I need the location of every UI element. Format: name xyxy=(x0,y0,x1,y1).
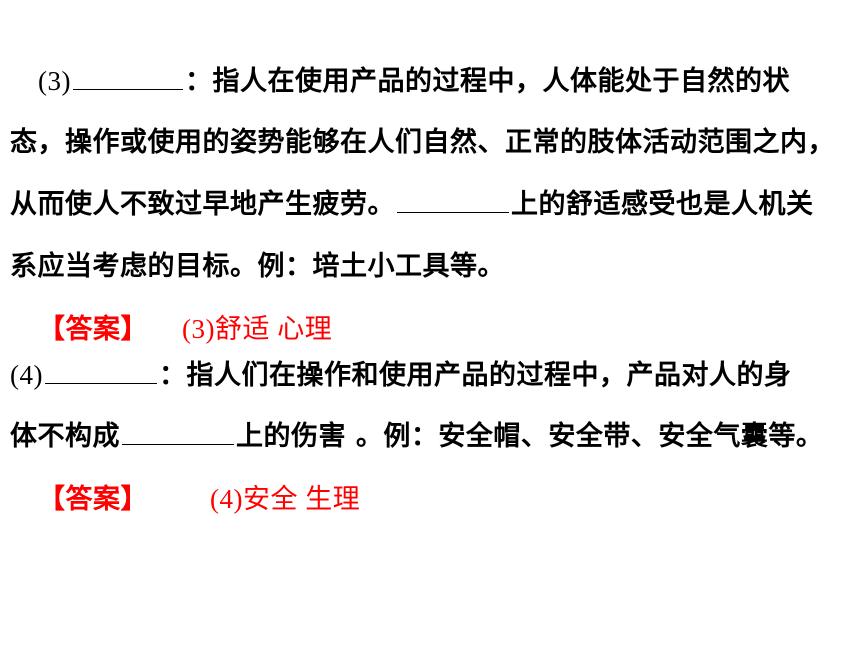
q4-answer: 【答案】 (4)安全 生理 xyxy=(38,482,360,517)
q4-number: (4) xyxy=(10,360,43,390)
q3-line4-text: 系应当考虑的目标。例：培土小工具等。 xyxy=(10,251,505,282)
q3-answer-label: 【答案】 xyxy=(38,314,148,345)
q4-line-2: 体不构成 上的伤害 。例：安全帽、安全带、安全气囊等。 xyxy=(10,420,823,454)
q3-blank-2 xyxy=(397,190,509,213)
q3-line3-text-before: 从而使人不致过早地产生疲劳。 xyxy=(10,189,395,220)
q4-line-1: (4) ：指人们在操作和使用产品的过程中，产品对人的身 xyxy=(10,358,791,393)
q4-blank-1 xyxy=(44,361,157,384)
q3-line2-text: 态，操作或使用的姿势能够在人们自然、正常的肢体活动范围之内， xyxy=(10,127,835,158)
q4-line2-text-before: 体不构成 xyxy=(10,421,120,452)
q3-line3-text-after: 上的舒适感受也是人机关 xyxy=(511,189,814,220)
q3-line-4: 系应当考虑的目标。例：培土小工具等。 xyxy=(10,250,505,284)
q4-blank-2 xyxy=(122,422,234,445)
q3-line-2: 态，操作或使用的姿势能够在人们自然、正常的肢体活动范围之内， xyxy=(10,126,835,160)
q3-number: (3) xyxy=(38,66,71,96)
q3-line1-text: ：指人在使用产品的过程中，人体能处于自然的状 xyxy=(184,66,790,97)
q3-line-3: 从而使人不致过早地产生疲劳。 上的舒适感受也是人机关 xyxy=(10,188,814,222)
q4-answer-label: 【答案】 xyxy=(38,484,148,515)
q3-line-1: (3) ：指人在使用产品的过程中，人体能处于自然的状 xyxy=(38,64,790,99)
q3-answer-text: (3)舒适 心理 xyxy=(182,314,333,344)
q4-line1-text: ：指人们在操作和使用产品的过程中，产品对人的身 xyxy=(158,360,792,391)
q3-blank-1 xyxy=(72,67,183,90)
q4-line2-text-after: 上的伤害 。例：安全帽、安全带、安全气囊等。 xyxy=(236,421,824,452)
q3-answer: 【答案】 (3)舒适 心理 xyxy=(38,312,332,347)
q4-answer-text: (4)安全 生理 xyxy=(210,484,361,514)
